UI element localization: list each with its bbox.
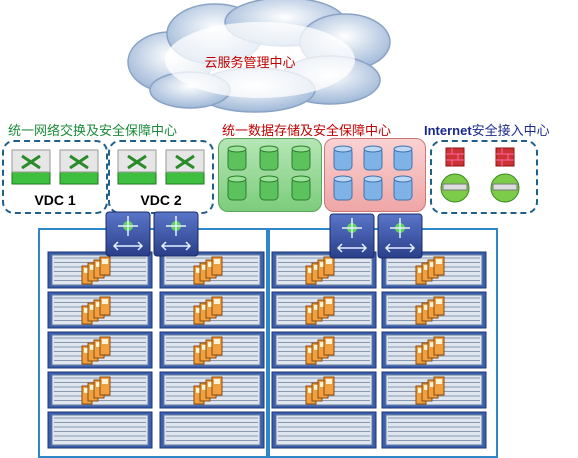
blade-server-icon xyxy=(271,411,377,449)
blue-storage-cylinders xyxy=(333,145,413,201)
virtual-machine-stack-icon xyxy=(415,376,445,405)
virtual-machine-stack-icon xyxy=(193,336,223,365)
green-storage-cylinders xyxy=(227,145,311,201)
blade-server-icon xyxy=(47,411,153,449)
virtual-machine-stack-icon xyxy=(305,256,335,285)
internet-center-title: Internet安全接入中心 xyxy=(424,120,550,139)
virtual-machine-stack-icon xyxy=(81,296,111,325)
blade-server-icon xyxy=(381,411,487,449)
virtual-machine-stack-icon xyxy=(193,296,223,325)
switch-icon xyxy=(117,149,205,185)
router-icon xyxy=(440,173,470,203)
virtual-machine-stack-icon xyxy=(415,336,445,365)
router-icon xyxy=(490,173,520,203)
virtual-machine-stack-icon xyxy=(305,296,335,325)
switch-icon xyxy=(11,149,99,185)
firewall-icon xyxy=(495,147,515,167)
switch-icon xyxy=(153,211,199,257)
virtual-machine-stack-icon xyxy=(193,376,223,405)
vdc-2-label: VDC 2 xyxy=(140,192,182,208)
virtual-machine-stack-icon xyxy=(81,376,111,405)
internet-title-en: Internet xyxy=(424,123,472,138)
virtual-machine-stack-icon xyxy=(81,336,111,365)
virtual-machine-stack-icon xyxy=(415,296,445,325)
storage-center-title: 统一数据存储及安全保障中心 xyxy=(222,124,392,139)
cloud-management-center-label: 云服务管理中心 xyxy=(204,56,296,71)
switch-icon xyxy=(329,213,375,259)
virtual-machine-stack-icon xyxy=(305,336,335,365)
blade-server-icon xyxy=(159,411,265,449)
virtual-machine-stack-icon xyxy=(305,376,335,405)
cloud-icon xyxy=(127,0,391,113)
virtual-machine-stack-icon xyxy=(81,256,111,285)
vdc-1-box: VDC 1 xyxy=(2,140,108,214)
firewall-icon xyxy=(445,147,465,167)
internet-title-cn: 安全接入中心 xyxy=(471,124,550,139)
virtual-machine-stack-icon xyxy=(415,256,445,285)
switch-icon xyxy=(377,213,423,259)
internet-devices xyxy=(440,147,520,203)
vdc-1-label: VDC 1 xyxy=(34,192,76,208)
switch-icon xyxy=(105,211,151,257)
network-center-title: 统一网络交换及安全保障中心 xyxy=(8,124,178,139)
virtual-machine-stack-icon xyxy=(193,256,223,285)
